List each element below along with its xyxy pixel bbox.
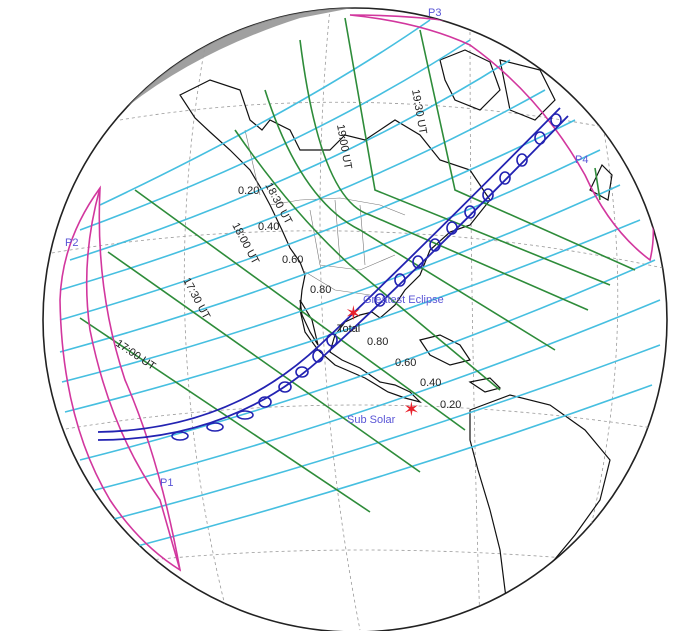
graticule	[43, 8, 667, 631]
greatest-eclipse-marker: ✶	[345, 301, 362, 325]
umbra-oval	[429, 238, 441, 252]
umbra-oval	[171, 431, 189, 441]
magnitude-label: 0.80	[310, 284, 331, 296]
total-label: Total	[337, 323, 360, 335]
umbra-oval	[258, 396, 272, 408]
umbra-oval	[236, 410, 254, 420]
magnitude-line	[61, 184, 621, 383]
limit-curve-p1p2	[59, 185, 182, 572]
p2-label: P2	[65, 237, 78, 249]
time-line	[419, 29, 636, 271]
time-line	[134, 189, 466, 431]
magnitude-line	[79, 259, 656, 461]
time-line	[234, 129, 501, 391]
time-line	[594, 167, 601, 201]
magnitude-lines	[59, 19, 661, 549]
time-line	[344, 17, 611, 286]
limit-curve-p1p2-inner	[85, 187, 181, 571]
umbra-oval	[482, 188, 494, 202]
umbra-oval	[295, 366, 309, 378]
umbra-oval	[312, 349, 324, 363]
magnitude-line	[109, 344, 661, 521]
magnitude-line	[129, 384, 653, 549]
umbra-oval	[550, 113, 562, 127]
magnitude-line	[99, 19, 431, 206]
magnitude-label: 0.60	[282, 254, 303, 266]
umbra-oval	[412, 255, 424, 269]
magnitude-line	[69, 59, 511, 261]
sub-solar-label: Sub Solar	[347, 414, 396, 426]
magnitude-line	[59, 119, 576, 321]
magnitude-label: 0.60	[395, 357, 416, 369]
magnitude-label: 0.80	[367, 336, 388, 348]
umbra-oval	[206, 422, 224, 432]
time-line	[107, 251, 421, 473]
umbra-oval	[516, 153, 528, 167]
umbra-oval	[499, 171, 511, 185]
magnitude-label: 0.40	[420, 377, 441, 389]
sub-solar-marker: ✶	[403, 397, 420, 421]
magnitude-label: 0.20	[440, 399, 461, 411]
umbra-oval	[464, 205, 476, 219]
p1-label: P1	[160, 477, 173, 489]
magnitude-label: 0.20	[238, 185, 259, 197]
magnitude-line	[59, 149, 601, 353]
umbra-oval	[394, 273, 406, 287]
umbra-oval	[534, 131, 546, 145]
umbra-oval	[446, 221, 458, 235]
p4-label: P4	[575, 154, 588, 166]
magnitude-line	[64, 219, 641, 413]
magnitude-label: 0.40	[258, 221, 279, 233]
umbra-oval	[326, 333, 338, 347]
magnitude-line	[79, 39, 471, 231]
central-path	[97, 107, 569, 441]
p3-label: P3	[428, 7, 441, 19]
magnitude-line	[94, 299, 661, 491]
time-line	[299, 39, 589, 311]
time-lines	[79, 17, 636, 513]
umbra-oval	[374, 293, 386, 307]
magnitude-line	[59, 89, 546, 291]
time-line	[79, 317, 371, 513]
umbra-oval	[278, 381, 292, 393]
greatest-eclipse-label: Greatest Eclipse	[363, 294, 444, 306]
time-line	[264, 89, 556, 351]
